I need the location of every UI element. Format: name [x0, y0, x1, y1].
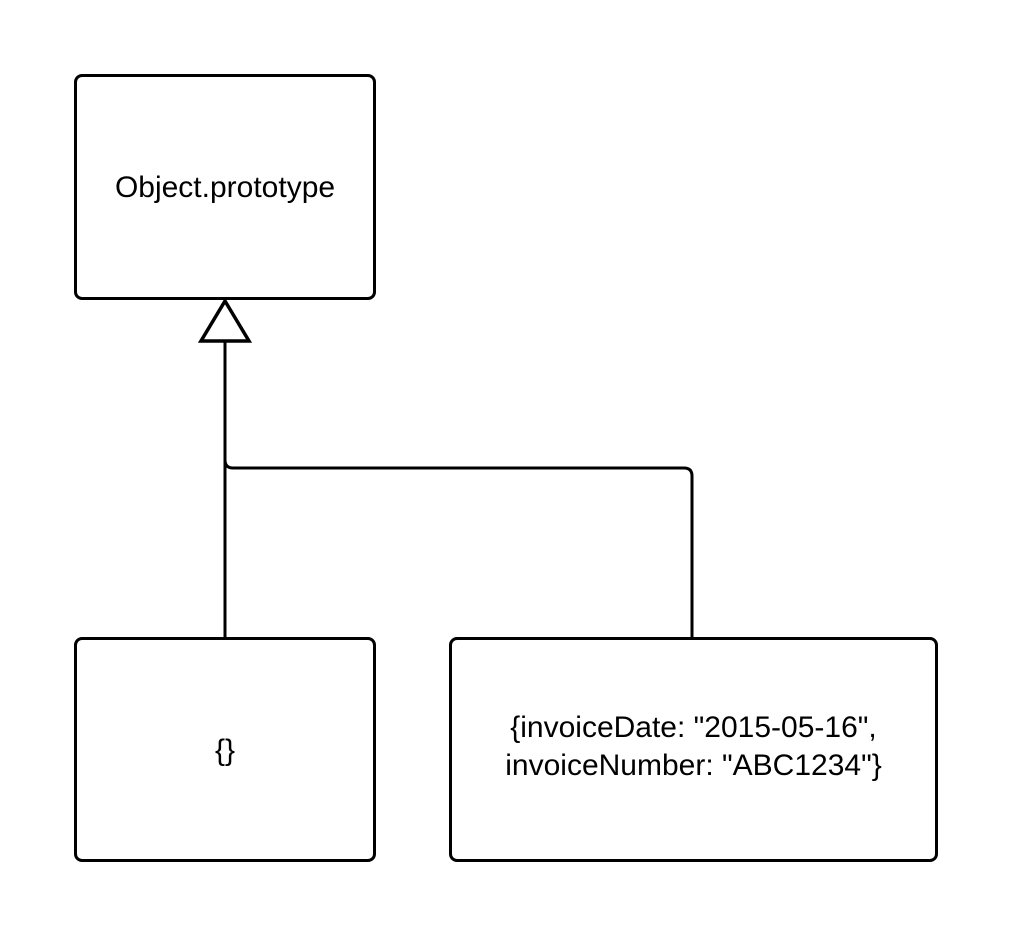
invoice-object-label: {invoiceDate: "2015-05-16", invoiceNumbe…	[505, 711, 882, 782]
edge-invoice-to-proto	[223, 459, 694, 637]
object-prototype-label: Object.prototype	[114, 171, 336, 204]
inheritance-arrowhead	[197, 297, 253, 343]
invoice-object-node: {invoiceDate: "2015-05-16", invoiceNumbe…	[449, 637, 938, 862]
empty-object-node: {}	[74, 637, 376, 862]
object-prototype-node: Object.prototype	[74, 74, 376, 300]
empty-object-label: {}	[214, 734, 236, 767]
